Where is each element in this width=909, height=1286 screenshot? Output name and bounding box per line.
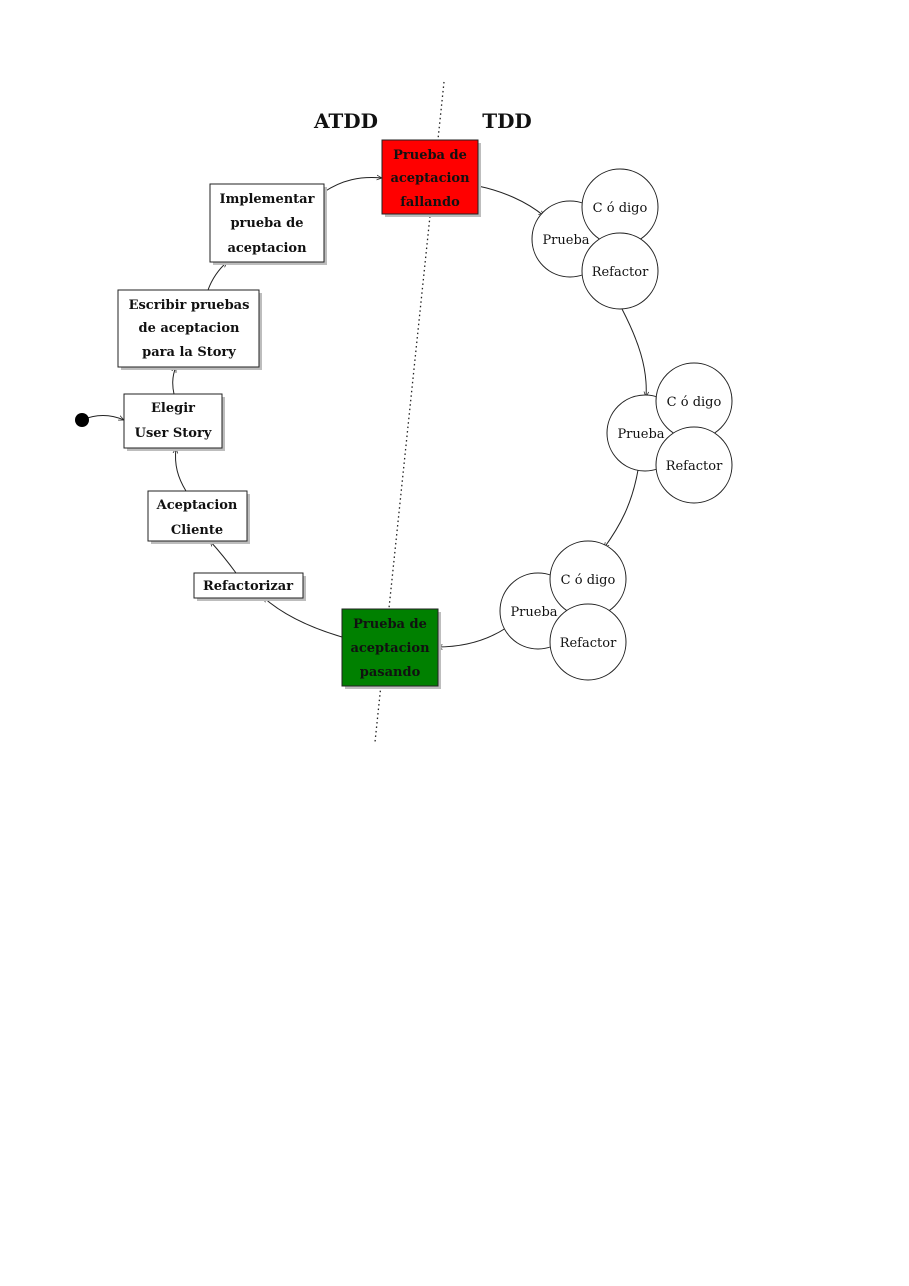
prueba-label: Prueba: [510, 605, 557, 620]
node-line: Refactorizar: [203, 579, 293, 594]
refactor-circle: [581, 232, 659, 310]
tdd-header: TDD: [482, 109, 532, 133]
prueba-label: Prueba: [542, 233, 589, 248]
edge-failing-to-tdd1: [477, 185, 544, 216]
edge-tdd3-to-passing: [437, 627, 507, 647]
edge-aceptacion-to-elegir: [175, 448, 187, 492]
codigo-label: C ó digo: [561, 573, 616, 588]
node-line: Prueba de: [353, 617, 427, 632]
aceptacion-cliente-node: Aceptacion Cliente: [147, 490, 250, 544]
edge-implementar-to-failing: [323, 178, 382, 193]
node-line: User Story: [135, 426, 212, 441]
codigo-label: C ó digo: [667, 395, 722, 410]
node-line: de aceptacion: [139, 321, 241, 336]
refactor-label: Refactor: [560, 636, 617, 651]
node-line: aceptacion: [227, 241, 307, 256]
tdd-cycle-3: Prueba C ó digo Refactor: [499, 540, 627, 681]
refactorizar-node: Refactorizar: [193, 572, 306, 601]
edge-passing-to-refactorizar: [263, 597, 343, 638]
tdd-cycle-2: Prueba C ó digo Refactor: [606, 362, 733, 504]
failing-test-node: Prueba de aceptacion fallando: [381, 139, 481, 217]
passing-test-node: Prueba de aceptacion pasando: [341, 608, 441, 689]
node-line: para la Story: [142, 345, 236, 360]
node-line: aceptacion: [390, 171, 470, 186]
edge-tdd1-to-tdd2: [621, 308, 646, 397]
implementar-node: Implementar prueba de aceptacion: [209, 183, 327, 265]
node-line: Escribir pruebas: [129, 298, 250, 313]
refactor-circle: [655, 426, 733, 504]
edge-elegir-to-escribir: [173, 367, 177, 395]
escribir-node: Escribir pruebas de aceptacion para la S…: [117, 289, 262, 370]
node-line: Implementar: [220, 192, 315, 207]
codigo-label: C ó digo: [593, 201, 648, 216]
start-node: [75, 413, 89, 427]
node-line: pasando: [360, 665, 421, 680]
node-line: aceptacion: [350, 641, 430, 656]
refactor-label: Refactor: [666, 459, 723, 474]
node-line: Prueba de: [393, 148, 467, 163]
edge-tdd2-to-tdd3: [604, 469, 639, 548]
tdd-cycle-1: Prueba C ó digo Refactor: [531, 168, 659, 310]
node-line: Aceptacion: [156, 498, 238, 513]
prueba-label: Prueba: [617, 427, 664, 442]
elegir-node: Elegir User Story: [123, 393, 225, 451]
node-line: Cliente: [171, 523, 223, 538]
refactor-circle: [549, 603, 627, 681]
refactor-label: Refactor: [592, 265, 649, 280]
edge-escribir-to-implementar: [207, 262, 227, 291]
node-line: fallando: [400, 195, 460, 210]
edge-refactorizar-to-aceptacion: [210, 541, 237, 574]
node-line: prueba de: [230, 216, 303, 231]
atdd-header: ATDD: [313, 109, 378, 133]
node-line: Elegir: [151, 401, 195, 416]
